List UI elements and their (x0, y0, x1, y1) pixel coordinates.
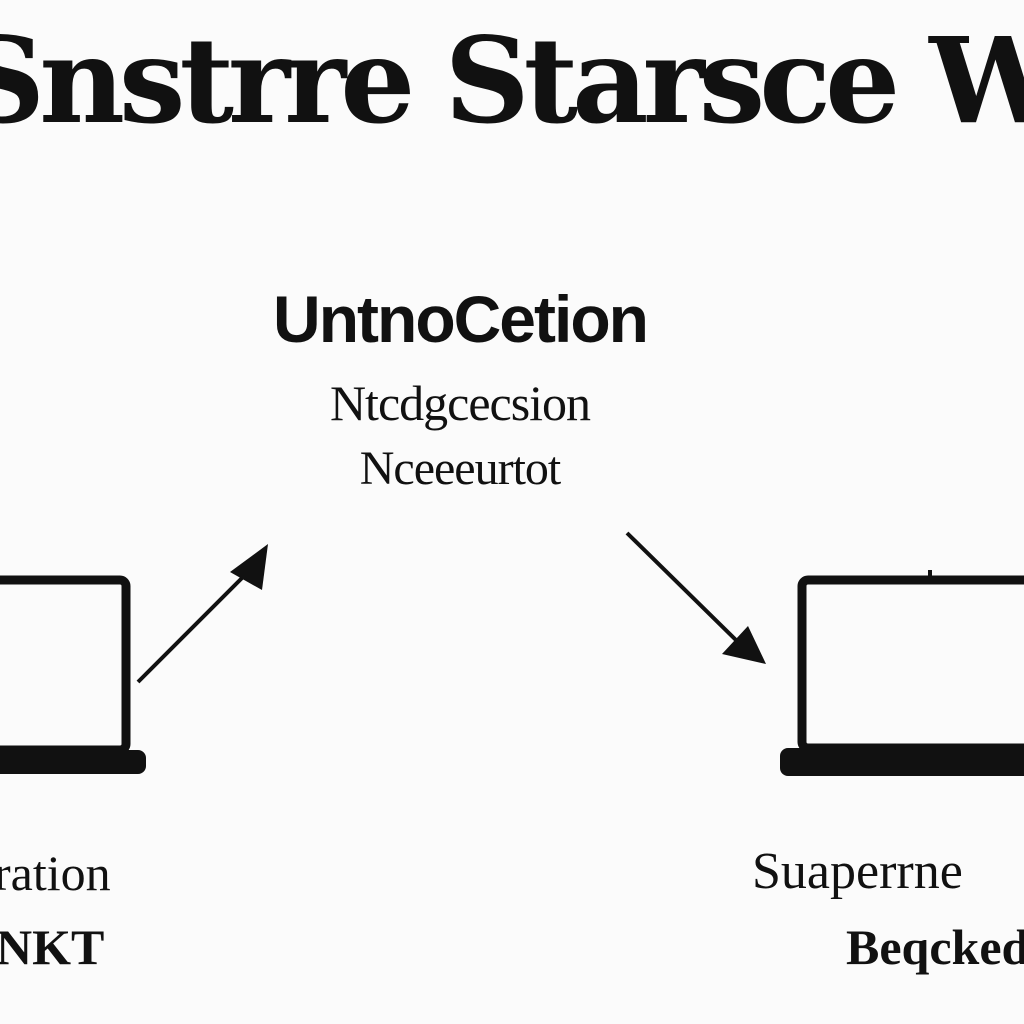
center-subtitle-2: Nceeeurtot (359, 442, 562, 495)
left-arrow-icon (136, 544, 268, 684)
right-laptop-icon (780, 570, 1024, 776)
left-node-label-1: ration (0, 845, 111, 901)
left-laptop-icon (0, 575, 146, 774)
right-arrow-icon (625, 531, 766, 664)
right-node-label-1: Suaperrne (752, 843, 963, 900)
diagram-title: Snstrre Starsce WasSig (0, 11, 1024, 150)
left-node-label-2: NKT (0, 919, 105, 975)
right-node-label-2: Beqcked (846, 919, 1024, 975)
center-heading: UntnoCetion (273, 282, 649, 356)
center-subtitle-1: Ntcdgcecsion (329, 375, 591, 431)
